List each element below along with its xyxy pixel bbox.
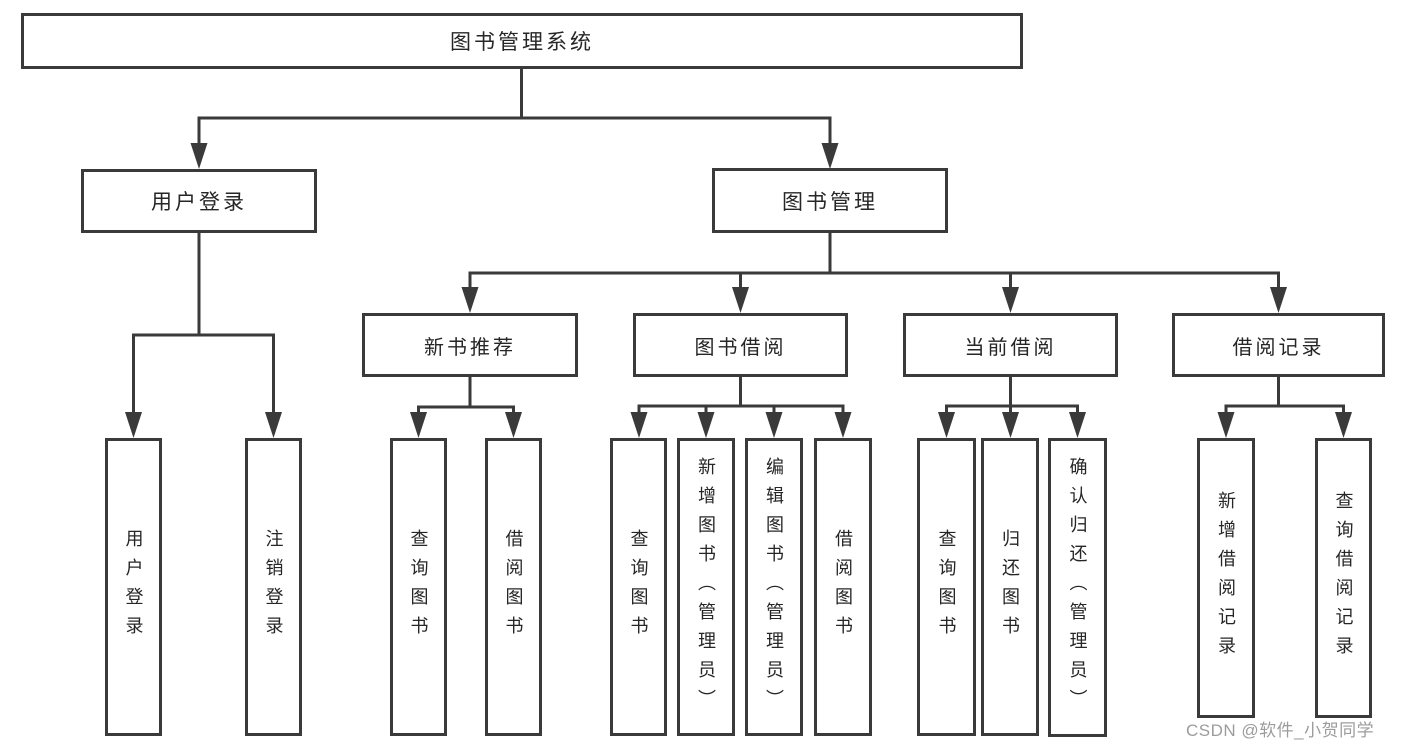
node-current-borrowing: 当前借阅	[903, 313, 1118, 377]
leaf-query-borrow-record: 查询借阅记录	[1315, 438, 1372, 718]
leaf-query-books-current: 查询图书	[917, 438, 976, 736]
leaf-user-login: 用户登录	[105, 438, 162, 736]
leaf-borrow-books: 借阅图书	[814, 438, 872, 736]
node-book-borrowing: 图书借阅	[633, 313, 848, 377]
node-book-management: 图书管理	[712, 168, 948, 233]
node-borrowing-records: 借阅记录	[1172, 313, 1385, 377]
leaf-add-borrow-record: 新增借阅记录	[1197, 438, 1255, 718]
csdn-watermark: CSDN @软件_小贺同学	[1186, 721, 1375, 740]
node-root-library-system: 图书管理系统	[21, 13, 1023, 69]
leaf-return-book: 归还图书	[981, 438, 1039, 736]
node-new-book-recommend: 新书推荐	[362, 313, 578, 377]
leaf-add-book-admin: 新增图书（管理员）	[677, 438, 735, 736]
leaf-logout: 注销登录	[245, 438, 302, 736]
leaf-query-books-borrow: 查询图书	[610, 438, 667, 736]
leaf-confirm-return-admin: 确认归还（管理员）	[1048, 438, 1107, 737]
leaf-edit-book-admin: 编辑图书（管理员）	[745, 438, 803, 736]
node-user-login: 用户登录	[81, 169, 317, 233]
leaf-query-books-recommend: 查询图书	[390, 438, 447, 736]
leaf-borrow-books-recommend: 借阅图书	[485, 438, 542, 736]
